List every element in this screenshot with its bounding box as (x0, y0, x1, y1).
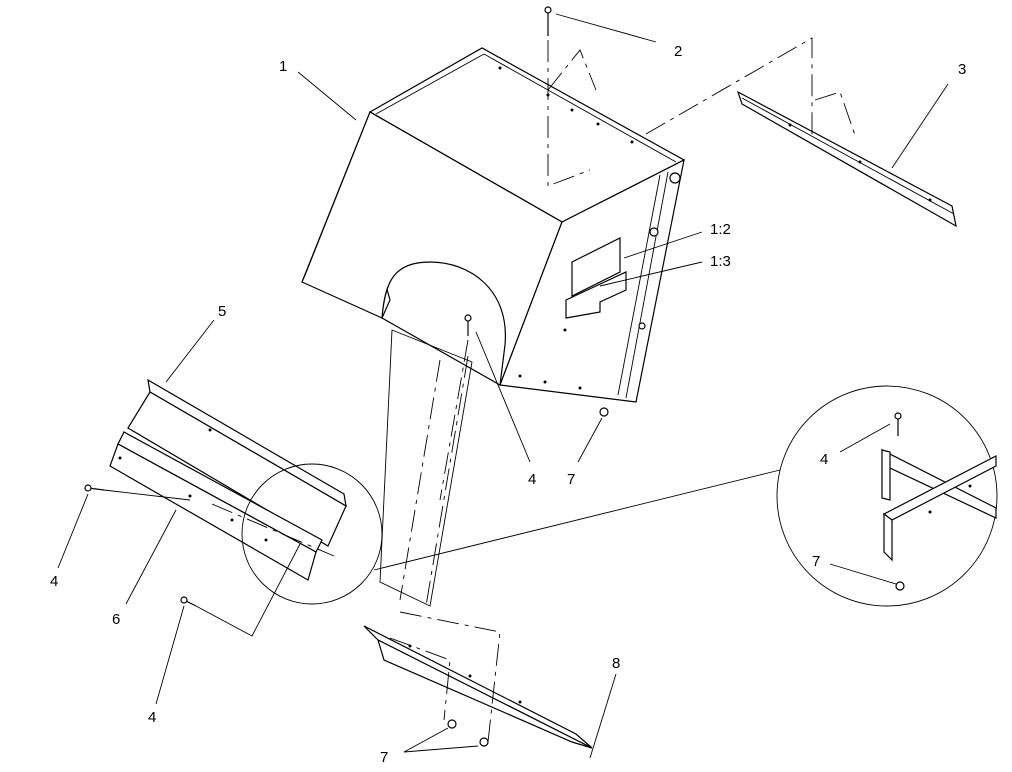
housing-part-1 (301, 47, 686, 403)
callout-4-detail: 4 (820, 451, 828, 468)
strip-part-8 (363, 625, 593, 749)
callout-7-center: 7 (567, 471, 575, 488)
nut-7-center (599, 407, 609, 417)
callout-4-bottom: 4 (148, 709, 156, 726)
callout-7-detail: 7 (812, 553, 820, 570)
screw-part-2 (544, 6, 552, 36)
detail-locator-circle (241, 463, 383, 605)
callout-4-center: 4 (528, 471, 536, 488)
screw-4-left (84, 484, 105, 492)
strip-part-3 (736, 90, 957, 228)
callout-7-bottom: 7 (380, 749, 388, 766)
screw-4-bottom (180, 596, 197, 607)
callout-1: 1 (279, 58, 287, 75)
callout-8: 8 (612, 655, 620, 672)
detail-view-circle (776, 385, 998, 607)
callout-4-left: 4 (50, 573, 58, 590)
nut-7-bottom (447, 719, 489, 747)
decal-1-2 (571, 237, 621, 297)
callout-6: 6 (112, 611, 120, 628)
leader-lines (57, 13, 949, 759)
screw-4-center (464, 314, 472, 336)
callout-3: 3 (958, 61, 966, 78)
callout-5: 5 (218, 303, 226, 320)
callout-2: 2 (674, 43, 682, 60)
strip-part-5 (127, 378, 347, 547)
callout-1-3: 1:3 (710, 253, 731, 270)
callout-1-2: 1:2 (710, 221, 731, 238)
strip-part-6 (109, 431, 323, 581)
